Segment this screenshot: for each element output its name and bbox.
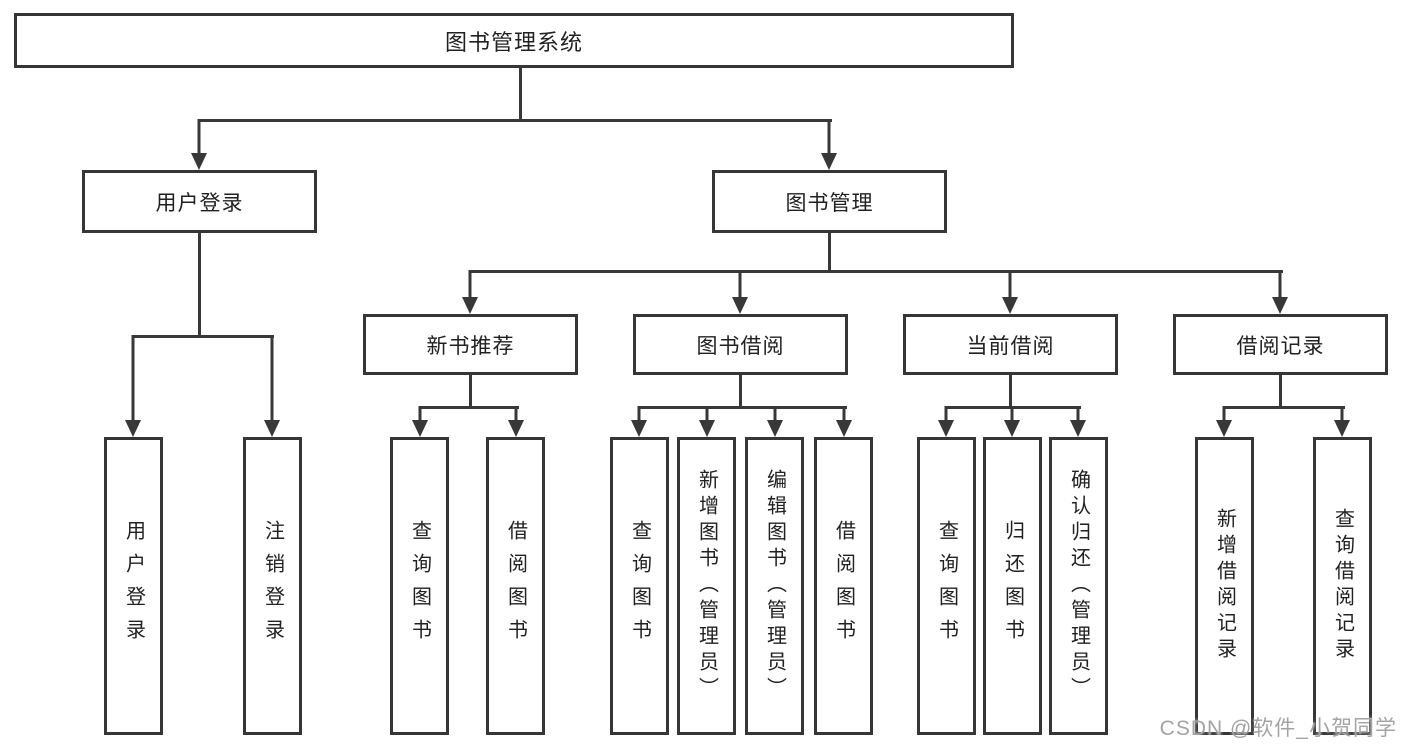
connector-arrow-down [1070,406,1086,437]
connector-arrow-down [732,270,748,314]
connector-arrow-down [125,335,141,437]
leaf-add-borrow-record: 新增借阅记录 [1195,437,1254,735]
connector-line [1224,406,1345,409]
leaf-label: 新增图书（管理员） [695,469,718,703]
leaf-label: 新增借阅记录 [1213,508,1236,664]
connector-line [469,375,472,409]
leaf-return-books: 归还图书 [983,437,1042,735]
leaf-logout: 注销登录 [243,437,302,735]
connector-arrow-down [1004,406,1020,437]
leaf-confirm-return-admin: 确认归还（管理员） [1049,437,1108,735]
leaf-label: 查询借阅记录 [1331,508,1354,664]
leaf-label: 确认归还（管理员） [1067,469,1090,703]
leaf-label: 注销登录 [261,520,284,652]
node-library-management-system: 图书管理系统 [14,13,1014,68]
leaf-borrow-books: 借阅图书 [814,437,873,735]
connector-arrow-down [1334,406,1350,437]
connector-arrow-down [699,406,715,437]
leaf-label: 查询图书 [628,520,651,652]
connector-line [639,406,847,409]
leaf-label: 查询图书 [935,520,958,652]
node-borrowing-records: 借阅记录 [1173,314,1388,375]
connector-arrow-down [1272,270,1288,314]
connector-arrow-down [1002,270,1018,314]
connector-arrow-down [462,270,478,314]
node-book-management: 图书管理 [712,170,947,233]
connector-line [946,406,1081,409]
leaf-label: 借阅图书 [832,520,855,652]
connector-line [420,406,519,409]
connector-arrow-down [264,335,280,437]
connector-line [199,119,832,122]
node-user-login: 用户登录 [82,170,317,233]
leaf-user-login: 用户登录 [104,437,163,735]
leaf-query-books-recommend: 查询图书 [390,437,449,735]
connector-arrow-down [767,406,783,437]
connector-arrow-down [191,119,207,170]
connector-line [828,233,831,273]
csdn-watermark: CSDN @软件_小贺同学 [1159,717,1397,740]
connector-arrow-down [836,406,852,437]
connector-arrow-down [938,406,954,437]
leaf-borrow-books-recommend: 借阅图书 [486,437,545,735]
leaf-label: 用户登录 [122,520,145,652]
leaf-edit-books-admin: 编辑图书（管理员） [745,437,804,735]
connector-arrow-down [508,406,524,437]
connector-arrow-down [1216,406,1232,437]
leaf-label: 借阅图书 [504,520,527,652]
connector-line [132,335,274,338]
connector-line [1009,375,1012,409]
connector-arrow-down [821,119,837,170]
connector-line [470,270,1283,273]
leaf-label: 查询图书 [408,520,431,652]
connector-line [1279,375,1282,409]
leaf-query-borrow-record: 查询借阅记录 [1313,437,1372,735]
connector-line [739,375,742,409]
connector-arrow-down [631,406,647,437]
connector-line [198,233,201,338]
leaf-add-books-admin: 新增图书（管理员） [677,437,736,735]
node-new-book-recommendation: 新书推荐 [363,314,578,375]
connector-line [519,68,522,122]
connector-arrow-down [412,406,428,437]
node-book-borrowing: 图书借阅 [633,314,848,375]
leaf-label: 归还图书 [1001,520,1024,652]
leaf-query-books-current: 查询图书 [917,437,976,735]
node-current-borrowing: 当前借阅 [903,314,1118,375]
leaf-label: 编辑图书（管理员） [763,469,786,703]
leaf-query-books-borrow: 查询图书 [610,437,669,735]
